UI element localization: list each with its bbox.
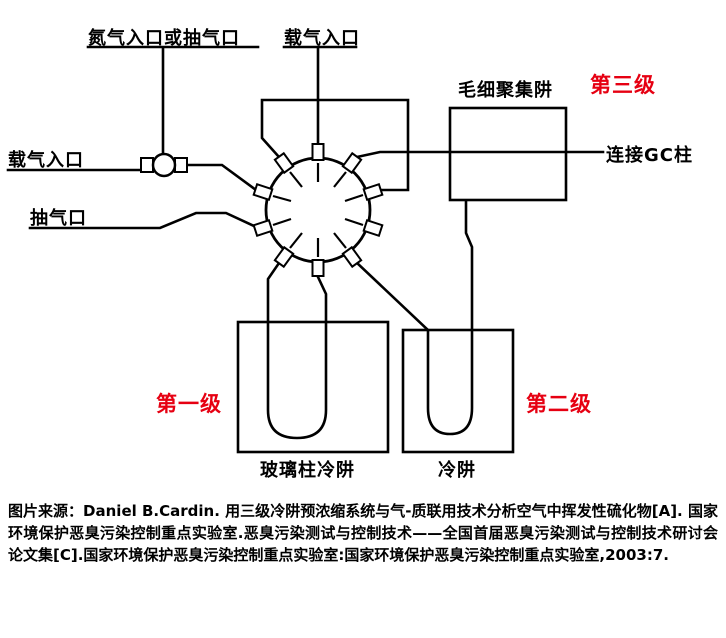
preconcentrator-diagram: [6, 45, 605, 454]
rotor-channels: [272, 163, 364, 257]
valve-fitting-left: [140, 157, 154, 173]
valve-fitting-right: [174, 157, 188, 173]
label-cold-trap: 冷阱: [438, 460, 476, 481]
label-stage1: 第一级: [156, 392, 222, 416]
label-stage2: 第二级: [526, 392, 592, 416]
valve-ports: [252, 143, 384, 277]
tubing-lines: [6, 45, 605, 440]
label-pump-port: 抽气口: [30, 208, 87, 229]
capillary-trap-box: [448, 106, 568, 202]
trap1-container: [236, 320, 390, 454]
trap1-tube: [266, 261, 328, 440]
valve-to-port-tube: [185, 163, 258, 192]
carrier-top-tube: [282, 45, 358, 152]
rotary-valve: [252, 143, 384, 277]
trap2-tube: [355, 199, 474, 436]
nitrogen-tube: [86, 45, 260, 156]
label-carrier-inlet-top: 载气入口: [284, 28, 360, 49]
label-glass-column-trap: 玻璃柱冷阱: [260, 460, 355, 481]
valve-body: [151, 152, 177, 178]
pump-tube: [28, 211, 256, 230]
bypass-tube: [260, 98, 410, 192]
gc-outlet-tube: [355, 150, 605, 159]
image-source-caption: 图片来源：Daniel B.Cardin. 用三级冷阱预浓缩系统与气-质联用技术…: [8, 502, 718, 564]
label-carrier-inlet-left: 载气入口: [8, 150, 84, 171]
label-nitrogen-inlet: 氮气入口或抽气口: [88, 28, 240, 49]
label-stage3: 第三级: [590, 73, 656, 97]
label-gc-column: 连接GC柱: [606, 145, 693, 166]
trap2-container: [401, 328, 515, 454]
ball-valve: [140, 152, 188, 178]
label-capillary-trap: 毛细聚集阱: [458, 80, 553, 101]
